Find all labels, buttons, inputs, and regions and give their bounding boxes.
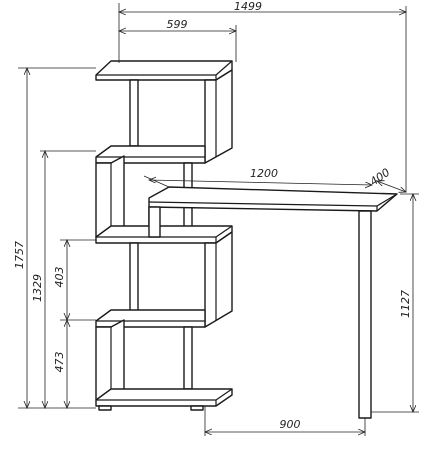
left-side-panel [95, 155, 125, 238]
desk-support-post [183, 162, 193, 189]
fourth-shelf-board [95, 309, 206, 328]
shelf-unit [95, 60, 233, 411]
dim-leg-offset: 900 [280, 418, 301, 431]
desk [148, 186, 398, 419]
upper-post [129, 79, 139, 147]
dim-desk-height: 1127 [399, 290, 412, 318]
dim-desk-length: 1200 [250, 167, 278, 180]
foot-right [190, 405, 204, 411]
dim-overall-width: 1499 [234, 0, 262, 13]
bottom-side-panel [95, 319, 125, 401]
desk-top [148, 186, 398, 212]
foot-left [98, 405, 112, 411]
bottom-post [183, 326, 193, 390]
desk-front-panel [148, 206, 161, 238]
upper-side-panel [204, 69, 233, 164]
dim-shelf-width: 599 [167, 18, 188, 31]
base-board [95, 388, 233, 407]
dim-lower-section: 473 [53, 352, 66, 373]
desk-leg [358, 210, 372, 419]
dim-upper-section: 403 [53, 267, 66, 288]
third-shelf-board [95, 225, 233, 244]
top-shelf-board [95, 60, 233, 81]
lower-side-panel [204, 231, 233, 328]
lower-post [129, 242, 139, 312]
dimension-lines [18, 3, 419, 436]
second-shelf-board [95, 145, 206, 164]
dim-shelf-unit-height: 1329 [31, 274, 44, 302]
dim-overall-height: 1757 [13, 241, 26, 269]
